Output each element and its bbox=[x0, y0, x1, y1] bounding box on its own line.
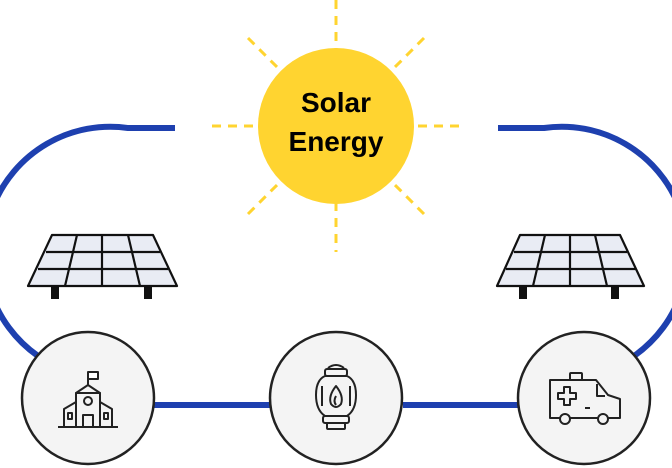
school-icon bbox=[58, 371, 118, 428]
school-node bbox=[20, 330, 156, 466]
solar-panel-icon bbox=[495, 233, 646, 299]
right-connector-arc bbox=[498, 123, 672, 359]
sun-circle bbox=[258, 48, 414, 204]
left-solar-panel bbox=[26, 233, 179, 299]
connector-lines bbox=[0, 123, 672, 408]
solar-panel-icon bbox=[26, 233, 179, 299]
lantern-node bbox=[268, 330, 404, 466]
gas-lantern-icon bbox=[315, 364, 357, 430]
ambulance-icon bbox=[549, 372, 621, 425]
sun-label-line1: Solar bbox=[301, 87, 371, 118]
ambulance-node bbox=[516, 330, 652, 466]
right-solar-panel bbox=[495, 233, 646, 299]
sun-rays bbox=[212, 0, 464, 252]
sun-label-line2: Energy bbox=[289, 126, 384, 157]
left-connector-arc bbox=[0, 123, 175, 359]
